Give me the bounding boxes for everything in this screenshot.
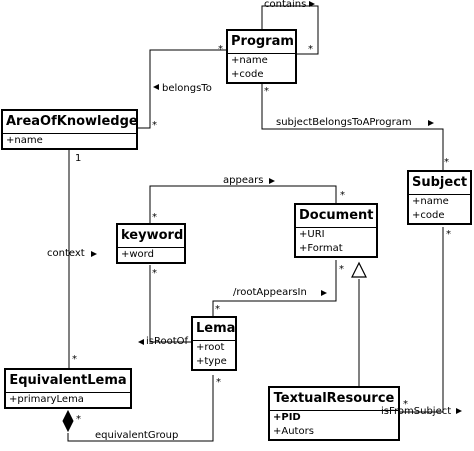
class-subject[interactable]: Subject +name +code xyxy=(407,170,472,225)
class-lema-attr: +root xyxy=(196,342,225,353)
mult-keyword-appears: * xyxy=(152,212,157,223)
label-equivalent-group: equivalentGroup xyxy=(95,430,179,441)
mult-keyword-root: * xyxy=(152,268,157,279)
class-program[interactable]: Program +name +code xyxy=(226,29,297,84)
subjectbelongs-link xyxy=(261,84,444,170)
appears-direction-icon xyxy=(269,178,275,184)
rootappearsin-link xyxy=(212,260,337,316)
class-keyword-name: keyword xyxy=(118,225,184,248)
aggregation-diamond xyxy=(62,409,74,433)
class-document-attr: +Format xyxy=(299,243,343,254)
mult-lema-group: * xyxy=(216,377,221,388)
isrootof-direction-icon xyxy=(138,339,144,345)
subjectbelongs-direction-icon xyxy=(428,120,434,126)
class-program-attr: +code xyxy=(231,69,264,80)
mult-program-subject: * xyxy=(264,86,269,97)
mult-area-program: * xyxy=(152,120,157,131)
class-document-attr: +URI xyxy=(299,229,325,240)
appears-link xyxy=(149,185,337,223)
class-keyword[interactable]: keyword +word xyxy=(116,223,186,264)
isfromsubject-link xyxy=(400,227,444,413)
class-subject-name: Subject xyxy=(409,172,470,195)
mult-contains-end-a: * xyxy=(308,44,313,55)
isfromsubject-direction-icon xyxy=(456,408,462,414)
class-program-attr: +name xyxy=(231,55,268,66)
mult-textual-subject: * xyxy=(403,399,408,410)
label-is-from-subject: isFromSubject xyxy=(381,406,452,417)
mult-document-root: * xyxy=(339,264,344,275)
class-area-name: AreaOfKnowledge xyxy=(3,111,138,134)
class-lema-name: Lema xyxy=(193,318,235,341)
mult-subject-textual: * xyxy=(446,229,451,240)
class-document-name: Document xyxy=(296,205,376,228)
equivalentgroup-link xyxy=(67,375,214,442)
generalization-arrow xyxy=(351,261,367,278)
class-program-name: Program xyxy=(228,31,295,54)
class-subject-attr: +name xyxy=(412,196,449,207)
class-textual-attr: +PID xyxy=(273,412,301,423)
class-area-of-knowledge[interactable]: AreaOfKnowledge +name xyxy=(1,109,138,150)
class-keyword-attr: +word xyxy=(121,249,154,260)
class-equivalent-lema[interactable]: EquivalentLema +primaryLema xyxy=(4,368,132,409)
label-belongs-to: belongsTo xyxy=(162,83,212,94)
label-appears: appears xyxy=(223,175,264,186)
class-equivalent-attr: +primaryLema xyxy=(9,394,84,405)
mult-lema-root: * xyxy=(215,304,220,315)
label-root-appears-in: /rootAppearsIn xyxy=(233,287,307,298)
contains-link xyxy=(261,5,319,55)
mult-equivalent-context: * xyxy=(72,354,77,365)
label-contains: contains xyxy=(264,0,307,10)
isrootof-link xyxy=(149,265,191,343)
belongsto-link xyxy=(138,49,226,129)
belongsto-direction-icon xyxy=(153,84,159,90)
class-area-attr: +name xyxy=(6,135,43,146)
class-lema-attr: +type xyxy=(196,356,227,367)
mult-subject-program: * xyxy=(444,157,449,168)
mult-equivalent-group: * xyxy=(76,414,81,425)
class-subject-attr: +code xyxy=(412,210,445,221)
label-subject-belongs: subjectBelongsToAProgram xyxy=(276,117,412,128)
contains-direction-icon xyxy=(309,1,315,7)
class-textual-name: TextualResource xyxy=(270,388,398,411)
class-document[interactable]: Document +URI +Format xyxy=(294,203,378,258)
mult-contains-end-b: * xyxy=(218,44,223,55)
mult-area-one: 1 xyxy=(75,153,82,164)
rootappearsin-direction-icon xyxy=(321,290,327,296)
label-is-root-of: isRootOf xyxy=(146,336,189,347)
class-textual-resource[interactable]: TextualResource +PID +Autors xyxy=(268,386,400,441)
class-equivalent-name: EquivalentLema xyxy=(6,370,130,393)
class-lema[interactable]: Lema +root +type xyxy=(191,316,237,371)
class-textual-attr: +Autors xyxy=(273,426,314,437)
context-direction-icon xyxy=(91,251,97,257)
label-context: context xyxy=(47,248,85,259)
mult-document-appears: * xyxy=(340,190,345,201)
